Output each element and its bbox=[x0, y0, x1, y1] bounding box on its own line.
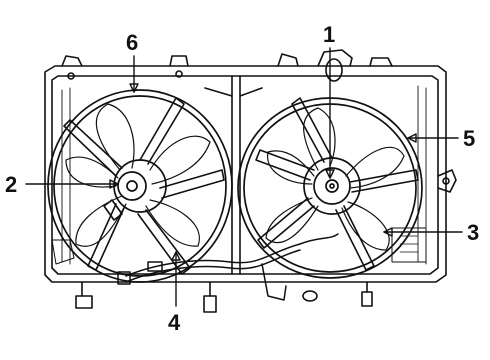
leader-lines bbox=[25, 47, 463, 307]
arrow-1 bbox=[325, 169, 335, 179]
wiring-harness bbox=[117, 233, 339, 301]
callout-5: 5 bbox=[463, 126, 475, 151]
arrow-4 bbox=[171, 251, 181, 261]
arrow-6 bbox=[129, 83, 139, 93]
arrow-5 bbox=[407, 133, 417, 143]
arrow-3 bbox=[383, 227, 393, 237]
right-fan-assembly bbox=[237, 97, 423, 279]
callout-3: 3 bbox=[467, 220, 479, 245]
callout-1: 1 bbox=[323, 22, 335, 47]
callout-6: 6 bbox=[126, 30, 138, 55]
left-fan-assembly bbox=[47, 89, 233, 283]
radiator-frame bbox=[44, 49, 457, 313]
callout-4: 4 bbox=[168, 310, 181, 335]
arrow-2 bbox=[109, 179, 119, 189]
callout-2: 2 bbox=[5, 172, 17, 197]
